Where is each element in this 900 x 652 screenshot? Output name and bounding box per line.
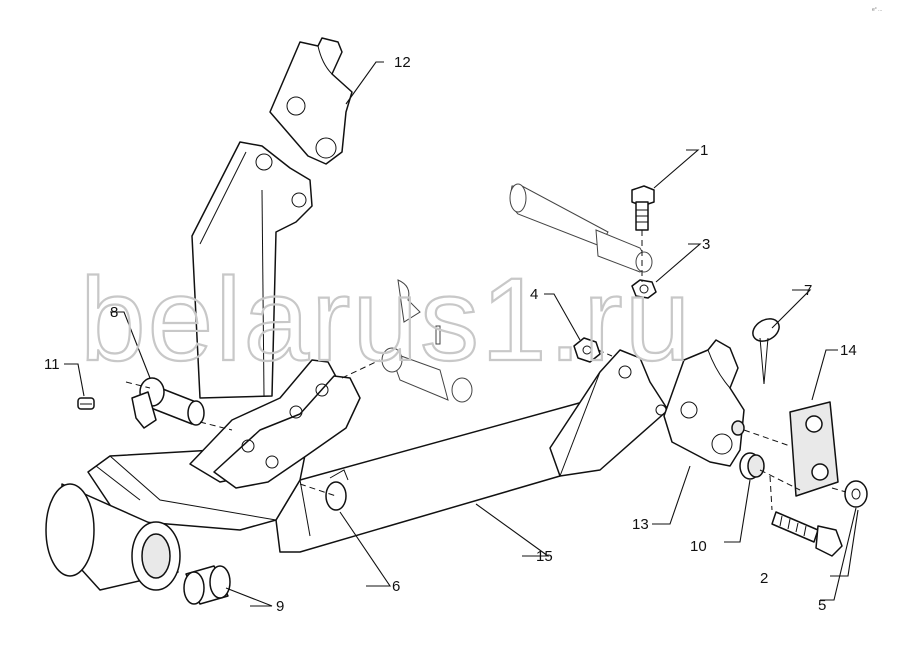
part-14-plate [789, 401, 839, 497]
ghost-pin-assembly [509, 183, 653, 273]
centre-lines [125, 230, 847, 511]
callout-12: 12 [394, 54, 411, 71]
part-12-plate [269, 37, 353, 165]
part-13-plate [663, 339, 745, 467]
callout-6: 6 [392, 578, 400, 595]
ghost-pin-center [381, 279, 473, 403]
part-7-spring-pin [752, 318, 780, 385]
part-2-bolt [771, 511, 843, 557]
callout-8: 8 [110, 304, 118, 321]
callout-4: 4 [530, 286, 538, 303]
twin-brackets [189, 359, 361, 489]
corner-mark: e° ... [872, 7, 882, 13]
part-9-bushing [183, 565, 231, 605]
callout-9: 9 [276, 598, 284, 615]
callout-10: 10 [690, 538, 707, 555]
callout-7: 7 [804, 282, 812, 299]
callout-labels: 1 2 3 4 5 6 7 8 9 10 11 12 13 14 15 [44, 54, 857, 615]
callout-5: 5 [818, 597, 826, 614]
callout-2: 2 [760, 570, 768, 587]
part-6-ring [325, 469, 349, 511]
callout-14: 14 [840, 342, 857, 359]
callout-1: 1 [700, 142, 708, 159]
part-8-pin [131, 377, 205, 429]
upright-bracket [191, 141, 313, 399]
part-10-spacer [739, 452, 765, 480]
tube-end [45, 483, 181, 591]
callout-11: 11 [44, 356, 60, 373]
part-4-nut [573, 337, 601, 363]
part-5-washer [844, 480, 868, 508]
callout-15: 15 [536, 548, 553, 565]
watermark-text: belarus1.ru [80, 254, 692, 386]
callout-3: 3 [702, 236, 710, 253]
part-11-grease-nipple [77, 397, 95, 410]
leader-lines [64, 61, 859, 607]
part-3-nut [631, 279, 657, 299]
callout-13: 13 [632, 516, 649, 533]
part-1-bolt [631, 185, 655, 231]
